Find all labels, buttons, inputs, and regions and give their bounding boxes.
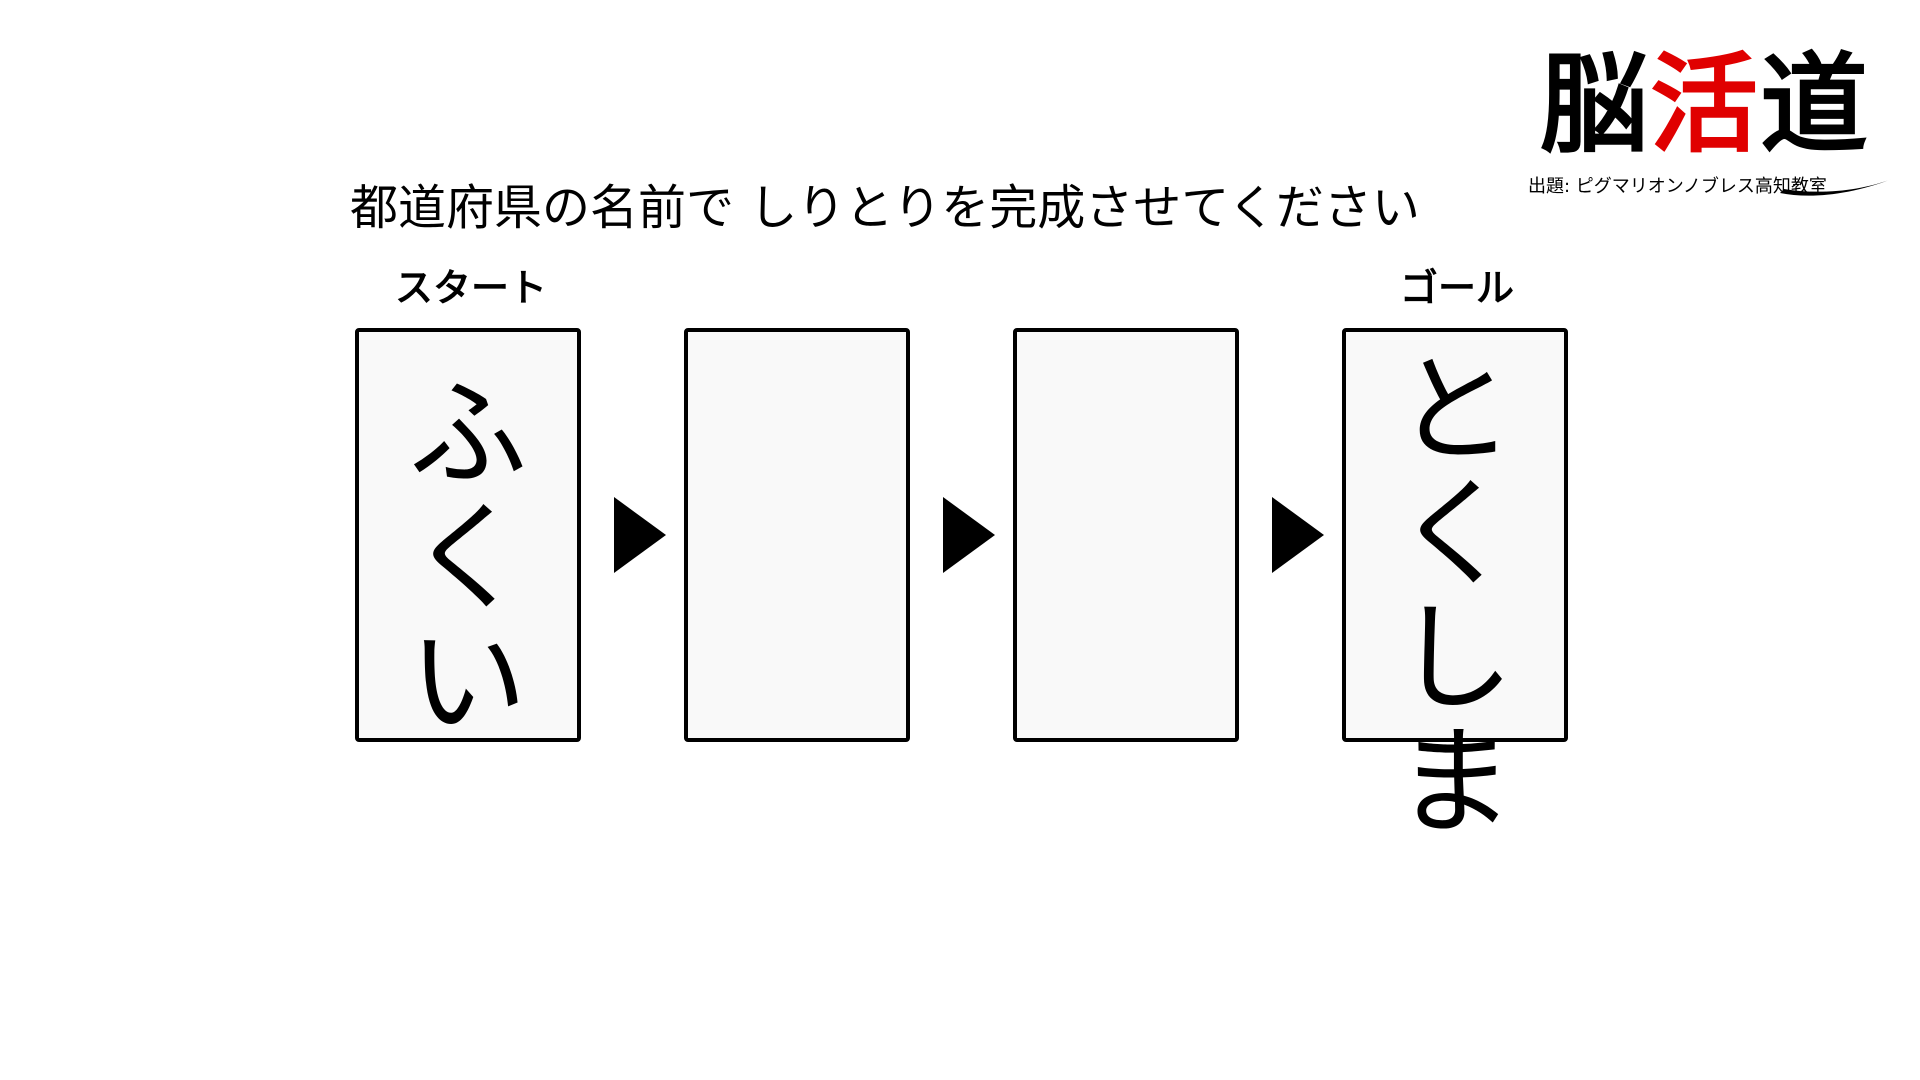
goal-card-word: と く し ま bbox=[1346, 348, 1564, 844]
page-title: 都道府県の名前で しりとりを完成させてください bbox=[350, 180, 1420, 236]
start-label: スタート bbox=[394, 266, 547, 310]
goal-card-char: と bbox=[1395, 341, 1514, 479]
start-card-char: ふ bbox=[408, 365, 527, 503]
logo-brush-swash bbox=[1780, 179, 1892, 196]
credit-text: 出題: ピグマリオンノブレス高知教室 bbox=[1528, 176, 1827, 197]
logo-char-2: 活 bbox=[1650, 42, 1761, 168]
start-card-char: く bbox=[408, 489, 527, 627]
triangle-right-icon bbox=[943, 497, 995, 573]
start-card-word: ふ く い bbox=[359, 372, 577, 744]
answer-card-1 bbox=[684, 328, 910, 742]
goal-card-char: し bbox=[1395, 589, 1514, 727]
triangle-right-icon bbox=[614, 497, 666, 573]
goal-card-char: く bbox=[1395, 465, 1514, 603]
logo-char-3: 道 bbox=[1760, 42, 1871, 168]
answer-card-2 bbox=[1013, 328, 1239, 742]
goal-label: ゴール bbox=[1399, 266, 1514, 310]
logo-char-1: 脳 bbox=[1540, 42, 1651, 168]
triangle-right-icon bbox=[1272, 497, 1324, 573]
start-card-char: い bbox=[408, 613, 527, 751]
start-card: ふ く い bbox=[355, 328, 581, 744]
logo: 脳活道 bbox=[1540, 45, 1900, 215]
logo-text: 脳活道 bbox=[1540, 45, 1870, 165]
goal-card-char: ま bbox=[1395, 713, 1514, 851]
goal-card: と く し ま bbox=[1342, 328, 1568, 844]
